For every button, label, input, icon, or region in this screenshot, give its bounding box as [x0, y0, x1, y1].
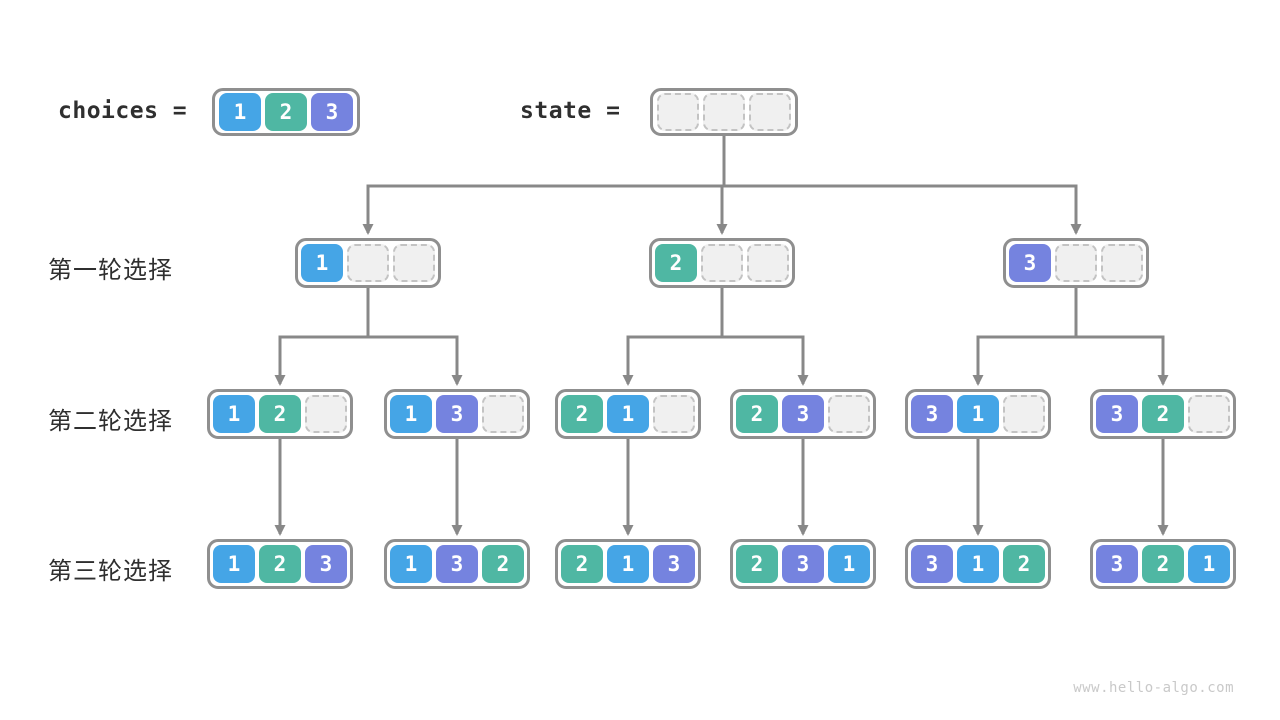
cell-empty — [701, 244, 743, 282]
cell-value-2: 2 — [1003, 545, 1045, 583]
choices-label: choices = — [58, 98, 188, 124]
tree-node-round1-2: 2 — [649, 238, 795, 288]
cell-value-3: 3 — [911, 395, 953, 433]
tree-node-round1-1: 1 — [295, 238, 441, 288]
cell-value-3: 3 — [436, 545, 478, 583]
cell-value-3: 3 — [305, 545, 347, 583]
cell-value-2: 2 — [736, 545, 778, 583]
cell-value-1: 1 — [607, 395, 649, 433]
cell-value-2: 2 — [1142, 395, 1184, 433]
cell-value-3: 3 — [1096, 395, 1138, 433]
tree-node-round1-3: 3 — [1003, 238, 1149, 288]
cell-empty — [657, 93, 699, 131]
cell-value-2: 2 — [561, 395, 603, 433]
cell-value-1: 1 — [1188, 545, 1230, 583]
cell-value-1: 1 — [219, 93, 261, 131]
cell-value-3: 3 — [782, 545, 824, 583]
cell-value-2: 2 — [736, 395, 778, 433]
cell-empty — [747, 244, 789, 282]
state-label: state = — [520, 98, 621, 124]
cell-empty — [749, 93, 791, 131]
cell-value-3: 3 — [1096, 545, 1138, 583]
cell-value-2: 2 — [259, 395, 301, 433]
cell-value-2: 2 — [265, 93, 307, 131]
cell-value-2: 2 — [482, 545, 524, 583]
cell-empty — [1003, 395, 1045, 433]
cell-value-3: 3 — [782, 395, 824, 433]
cell-value-1: 1 — [390, 395, 432, 433]
cell-value-3: 3 — [911, 545, 953, 583]
cell-empty — [1055, 244, 1097, 282]
cell-value-3: 3 — [436, 395, 478, 433]
cell-value-1: 1 — [957, 395, 999, 433]
cell-empty — [1101, 244, 1143, 282]
cell-value-3: 3 — [1009, 244, 1051, 282]
cell-empty — [828, 395, 870, 433]
cell-value-1: 1 — [957, 545, 999, 583]
cell-value-3: 3 — [311, 93, 353, 131]
cell-empty — [703, 93, 745, 131]
cell-value-2: 2 — [561, 545, 603, 583]
row-label-round-1: 第一轮选择 — [48, 256, 173, 284]
cell-value-2: 2 — [259, 545, 301, 583]
cell-empty — [482, 395, 524, 433]
cell-value-3: 3 — [653, 545, 695, 583]
cell-value-1: 1 — [828, 545, 870, 583]
row-label-round-3: 第三轮选择 — [48, 557, 173, 585]
state-array-root — [650, 88, 798, 136]
cell-empty — [347, 244, 389, 282]
cell-empty — [305, 395, 347, 433]
cell-value-1: 1 — [213, 545, 255, 583]
cell-empty — [393, 244, 435, 282]
cell-value-1: 1 — [213, 395, 255, 433]
cell-empty — [1188, 395, 1230, 433]
cell-value-1: 1 — [390, 545, 432, 583]
row-label-round-2: 第二轮选择 — [48, 407, 173, 435]
watermark: www.hello-algo.com — [1073, 680, 1234, 696]
cell-value-1: 1 — [301, 244, 343, 282]
cell-value-2: 2 — [655, 244, 697, 282]
cell-empty — [653, 395, 695, 433]
cell-value-2: 2 — [1142, 545, 1184, 583]
cell-value-1: 1 — [607, 545, 649, 583]
